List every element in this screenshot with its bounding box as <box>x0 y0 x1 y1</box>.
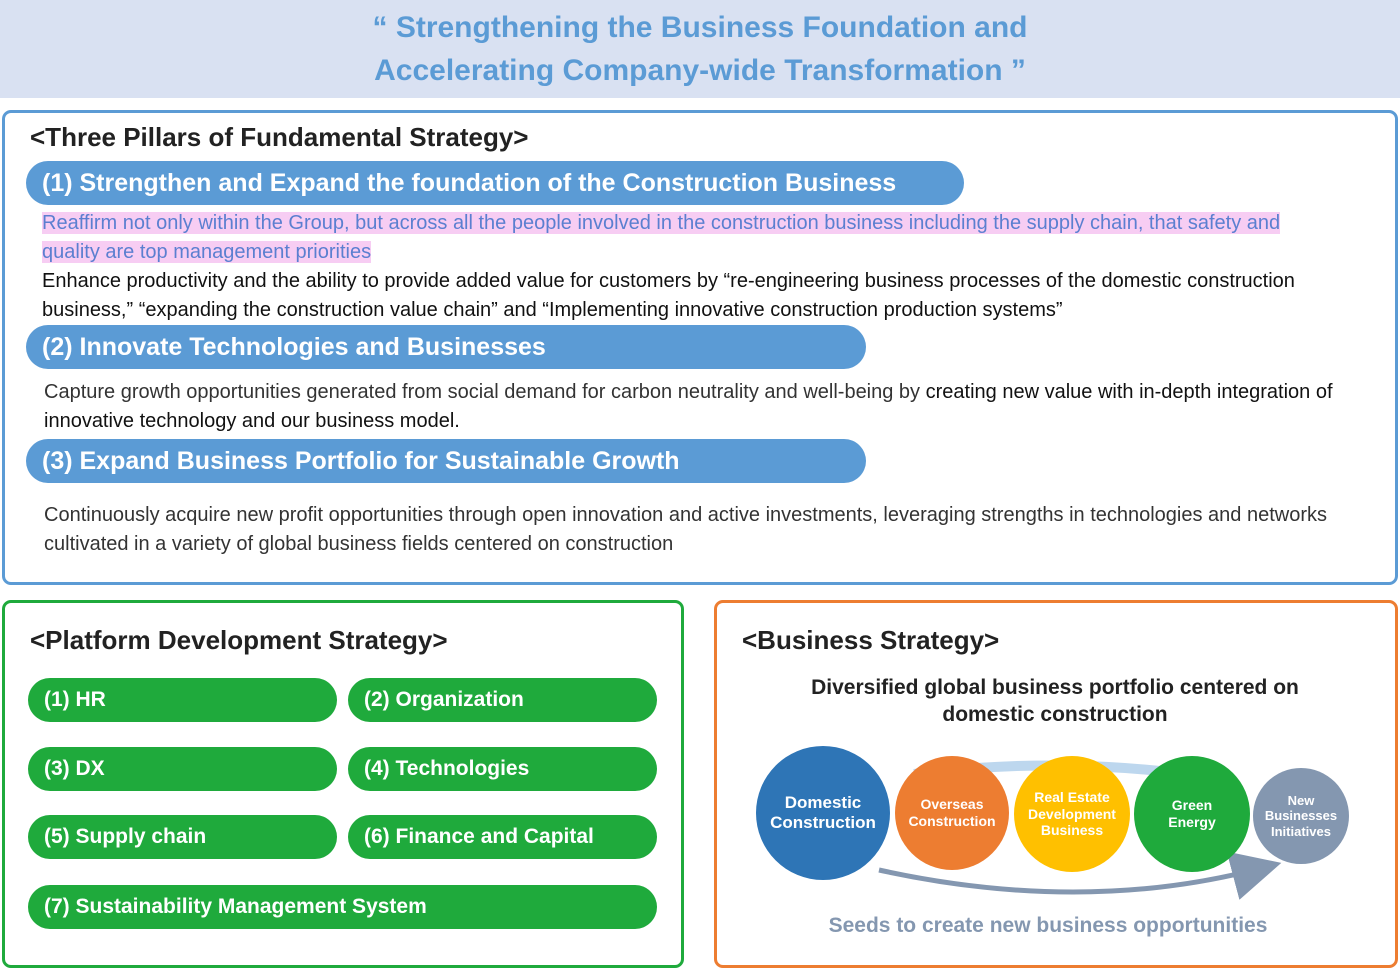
portfolio-heading-line1: Diversified global business portfolio ce… <box>811 676 1299 699</box>
platform-item-organization: (2) Organization <box>348 678 657 722</box>
circle-overseas-construction-label: Overseas Construction <box>908 796 996 829</box>
platform-item-dx: (3) DX <box>28 747 337 791</box>
header-banner: “ Strengthening the Business Foundation … <box>0 0 1400 98</box>
platform-title: <Platform Development Strategy> <box>30 625 448 655</box>
pillar-3-label: (3) Expand Business Portfolio for Sustai… <box>26 439 866 483</box>
business-title: <Business Strategy> <box>742 625 1000 655</box>
circle-real-estate-label: Real Estate Development Business <box>1028 788 1116 839</box>
platform-item-supply-chain: (5) Supply chain <box>28 815 337 859</box>
circle-new-businesses-label: New Businesses Initiatives <box>1264 792 1338 839</box>
pillar-1-highlight: Reaffirm not only within the Group, but … <box>42 212 1281 263</box>
header-title-line2: Accelerating Company-wide Transformation… <box>374 54 1026 87</box>
circle-green-energy: Green Energy <box>1134 756 1250 872</box>
platform-item-hr: (1) HR <box>28 678 337 722</box>
circle-domestic-construction: Domestic Construction <box>756 746 890 880</box>
platform-item-sustainability: (7) Sustainability Management System <box>28 885 657 929</box>
seeds-caption: Seeds to create new business opportuniti… <box>828 914 1268 937</box>
circle-overseas-construction: Overseas Construction <box>895 756 1009 870</box>
pillar-1-label: (1) Strengthen and Expand the foundation… <box>26 161 964 205</box>
pillar-1-description: Reaffirm not only within the Group, but … <box>42 209 1342 325</box>
pillar-1-text: Enhance productivity and the ability to … <box>42 270 1295 321</box>
growth-arrow <box>878 851 1282 900</box>
header-title-line1: “ Strengthening the Business Foundation … <box>372 11 1028 44</box>
circle-domestic-construction-label: Domestic Construction <box>770 792 876 832</box>
pillar-2-label: (2) Innovate Technologies and Businesses <box>26 325 866 369</box>
portfolio-heading: Diversified global business portfolio ce… <box>730 674 1380 728</box>
pillars-title: <Three Pillars of Fundamental Strategy> <box>30 122 529 152</box>
platform-item-technologies: (4) Technologies <box>348 747 657 791</box>
pillar-2-text: Capture growth opportunities generated f… <box>44 381 926 403</box>
portfolio-heading-line2: domestic construction <box>942 703 1168 726</box>
circle-new-businesses: New Businesses Initiatives <box>1253 768 1349 864</box>
circle-green-energy-label: Green Energy <box>1168 797 1216 830</box>
pillar-2-description: Capture growth opportunities generated f… <box>44 378 1344 436</box>
pillar-3-description: Continuously acquire new profit opportun… <box>44 504 1328 555</box>
pillar-2-text-emph: creating new value with in-depth integra… <box>44 381 1333 432</box>
platform-item-finance-capital: (6) Finance and Capital <box>348 815 657 859</box>
circle-real-estate: Real Estate Development Business <box>1014 756 1130 872</box>
